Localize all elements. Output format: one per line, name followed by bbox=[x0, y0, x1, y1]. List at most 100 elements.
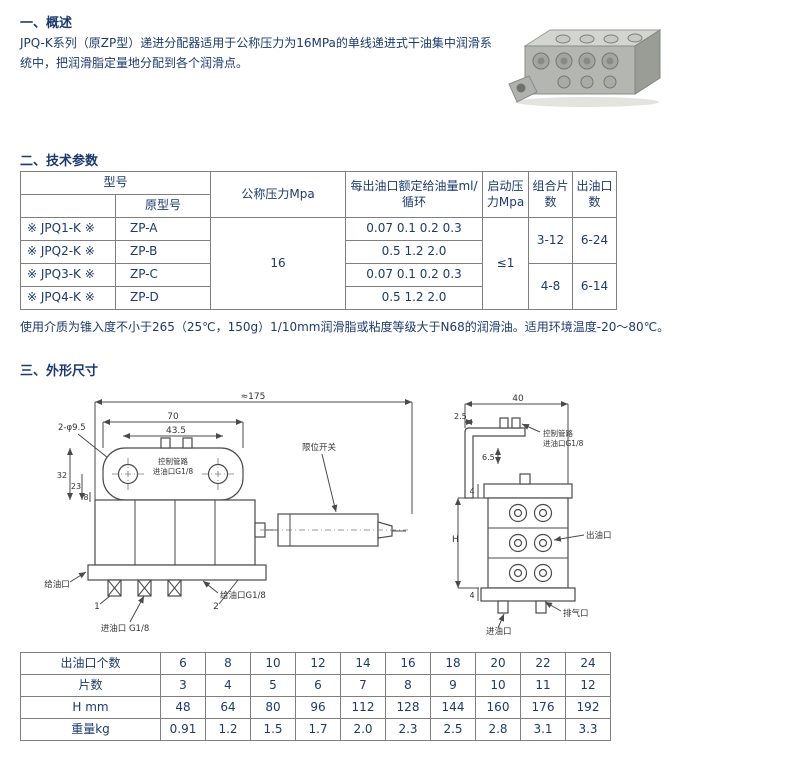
size-cell: 128 bbox=[385, 696, 431, 719]
size-cell: 8 bbox=[385, 674, 431, 697]
size-table: 出油口个数 6 8 10 12 14 16 18 20 22 24 片数 3 4… bbox=[20, 652, 611, 741]
size-row-label: 片数 bbox=[20, 674, 161, 697]
orig-model-cell: ZP-D bbox=[114, 286, 212, 310]
tech-header-plates: 组合片数 bbox=[528, 171, 574, 218]
dim-43-5-label: 43.5 bbox=[166, 426, 186, 436]
front-plugs bbox=[532, 52, 619, 89]
limit-switch-label: 限位开关 bbox=[302, 442, 337, 453]
size-cell: 9 bbox=[430, 674, 476, 697]
top-fittings bbox=[555, 33, 643, 44]
photo-shadow bbox=[515, 97, 659, 107]
base-flange bbox=[87, 564, 267, 581]
mark-1-label: 1 bbox=[94, 602, 100, 612]
bottom-bolts bbox=[107, 579, 182, 597]
dim-32-label: 32 bbox=[57, 471, 67, 480]
oil-port-g-label: 给油口G1/8 bbox=[220, 590, 266, 601]
plates-cell: 3-12 bbox=[528, 217, 574, 264]
control-fitting-2 bbox=[182, 437, 193, 449]
tech-row: ※ JPQ3-K ※ ZP-C 0.07 0.1 0.2 0.3 4-8 6-1… bbox=[20, 263, 618, 310]
side-control-fitting-1 bbox=[499, 417, 509, 429]
product-photo bbox=[505, 24, 670, 109]
tech-header-blank bbox=[20, 194, 116, 218]
mounting-hole bbox=[516, 83, 526, 93]
front-view-drawing: ≈175 70 43.5 2-φ9.5 控制管路 进油口G1/8 限位开关 32… bbox=[40, 390, 440, 645]
dim-40-label: 40 bbox=[512, 394, 524, 404]
model-cell: ※ JPQ3-K ※ bbox=[20, 263, 116, 287]
block-right-face bbox=[634, 29, 661, 95]
dim-4-bottom-label: 4 bbox=[469, 591, 474, 600]
size-cell: 10 bbox=[250, 652, 296, 675]
side-bottom-bolt-1 bbox=[497, 600, 509, 614]
orig-model-cell: ZP-C bbox=[114, 263, 212, 287]
tech-header-outlets: 出油口数 bbox=[572, 171, 618, 218]
size-cell: 18 bbox=[430, 652, 476, 675]
size-cell: 112 bbox=[340, 696, 386, 719]
size-cell: 2.5 bbox=[430, 718, 476, 741]
size-cell: 5 bbox=[250, 674, 296, 697]
model-cell: ※ JPQ2-K ※ bbox=[20, 240, 116, 264]
section2-heading: 二、技术参数 bbox=[20, 154, 99, 169]
dim-total-label: ≈175 bbox=[241, 392, 266, 402]
distributor-block-illustration bbox=[508, 29, 662, 107]
model-cell: ※ JPQ4-K ※ bbox=[20, 286, 116, 310]
dim-23-label: 23 bbox=[71, 482, 81, 491]
size-cell: 160 bbox=[475, 696, 521, 719]
plates-cell: 4-8 bbox=[528, 263, 574, 310]
tech-row: ※ JPQ2-K ※ ZP-B 0.5 1.2 2.0 bbox=[20, 240, 617, 264]
size-cell: 3 bbox=[160, 674, 206, 697]
section3-heading: 三、外形尺寸 bbox=[20, 364, 99, 379]
size-cell: 0.91 bbox=[160, 718, 206, 741]
size-cell: 192 bbox=[565, 696, 611, 719]
side-control-fitting-2 bbox=[511, 417, 521, 429]
control-line-label: 控制管路 bbox=[158, 456, 188, 466]
size-cell: 4 bbox=[205, 674, 251, 697]
size-cell: 6 bbox=[295, 674, 341, 697]
size-cell: 96 bbox=[295, 696, 341, 719]
dim-8-label: 8 bbox=[83, 493, 88, 502]
control-inlet-label: 进油口G1/8 bbox=[153, 466, 194, 476]
outlets-cell: 6-24 bbox=[572, 217, 618, 264]
side-control-inlet-label: 进油口G1/8 bbox=[543, 438, 584, 448]
size-cell: 22 bbox=[520, 652, 566, 675]
side-view-drawing: 40 2.5 控制管路 进油口G1/8 6.5 H 4 4 出油口 排气口 进油… bbox=[448, 390, 623, 645]
oil-port-label: 给油口 bbox=[44, 579, 70, 590]
size-cell: 80 bbox=[250, 696, 296, 719]
size-cell: 11 bbox=[520, 674, 566, 697]
size-cell: 12 bbox=[565, 674, 611, 697]
size-cell: 20 bbox=[475, 652, 521, 675]
size-cell: 2.0 bbox=[340, 718, 386, 741]
size-row-plates: 片数 3 4 5 6 7 8 9 10 11 12 bbox=[20, 674, 611, 697]
size-row-label: H mm bbox=[20, 696, 161, 719]
pressure-value-cell: 16 bbox=[210, 217, 347, 310]
dim-holes-label: 2-φ9.5 bbox=[58, 423, 86, 433]
size-cell: 1.7 bbox=[295, 718, 341, 741]
flow-cell: 0.07 0.1 0.2 0.3 bbox=[345, 263, 484, 287]
side-bottom-bolt-2 bbox=[535, 600, 547, 614]
side-body bbox=[487, 497, 569, 589]
size-cell: 1.2 bbox=[205, 718, 251, 741]
tech-header-orig-model: 原型号 bbox=[114, 194, 212, 218]
size-cell: 176 bbox=[520, 696, 566, 719]
outlet-label: 出油口 bbox=[586, 530, 612, 541]
size-cell: 144 bbox=[430, 696, 476, 719]
size-cell: 10 bbox=[475, 674, 521, 697]
size-row-label: 重量kg bbox=[20, 718, 161, 741]
size-cell: 8 bbox=[205, 652, 251, 675]
tech-row: ※ JPQ1-K ※ ZP-A 16 0.07 0.1 0.2 0.3 ≤1 3… bbox=[20, 217, 618, 310]
size-cell: 12 bbox=[295, 652, 341, 675]
mark-2-label: 2 bbox=[213, 602, 219, 612]
dim-70-label: 70 bbox=[167, 412, 179, 422]
dim-2-5-label: 2.5 bbox=[454, 412, 467, 421]
side-bracket bbox=[464, 427, 526, 499]
flow-cell: 0.07 0.1 0.2 0.3 bbox=[345, 217, 484, 241]
size-row-label: 出油口个数 bbox=[20, 652, 161, 675]
size-cell: 2.8 bbox=[475, 718, 521, 741]
tech-header-model: 型号 bbox=[19, 171, 212, 195]
switch-tip bbox=[377, 521, 393, 539]
section1-heading: 一、概述 bbox=[20, 16, 73, 31]
inlet-g-label: 进油口 G1/8 bbox=[101, 623, 149, 634]
size-row-weight: 重量kg 0.91 1.2 1.5 1.7 2.0 2.3 2.5 2.8 3.… bbox=[20, 718, 611, 741]
side-control-line-label: 控制管路 bbox=[543, 428, 573, 438]
size-cell: 64 bbox=[205, 696, 251, 719]
